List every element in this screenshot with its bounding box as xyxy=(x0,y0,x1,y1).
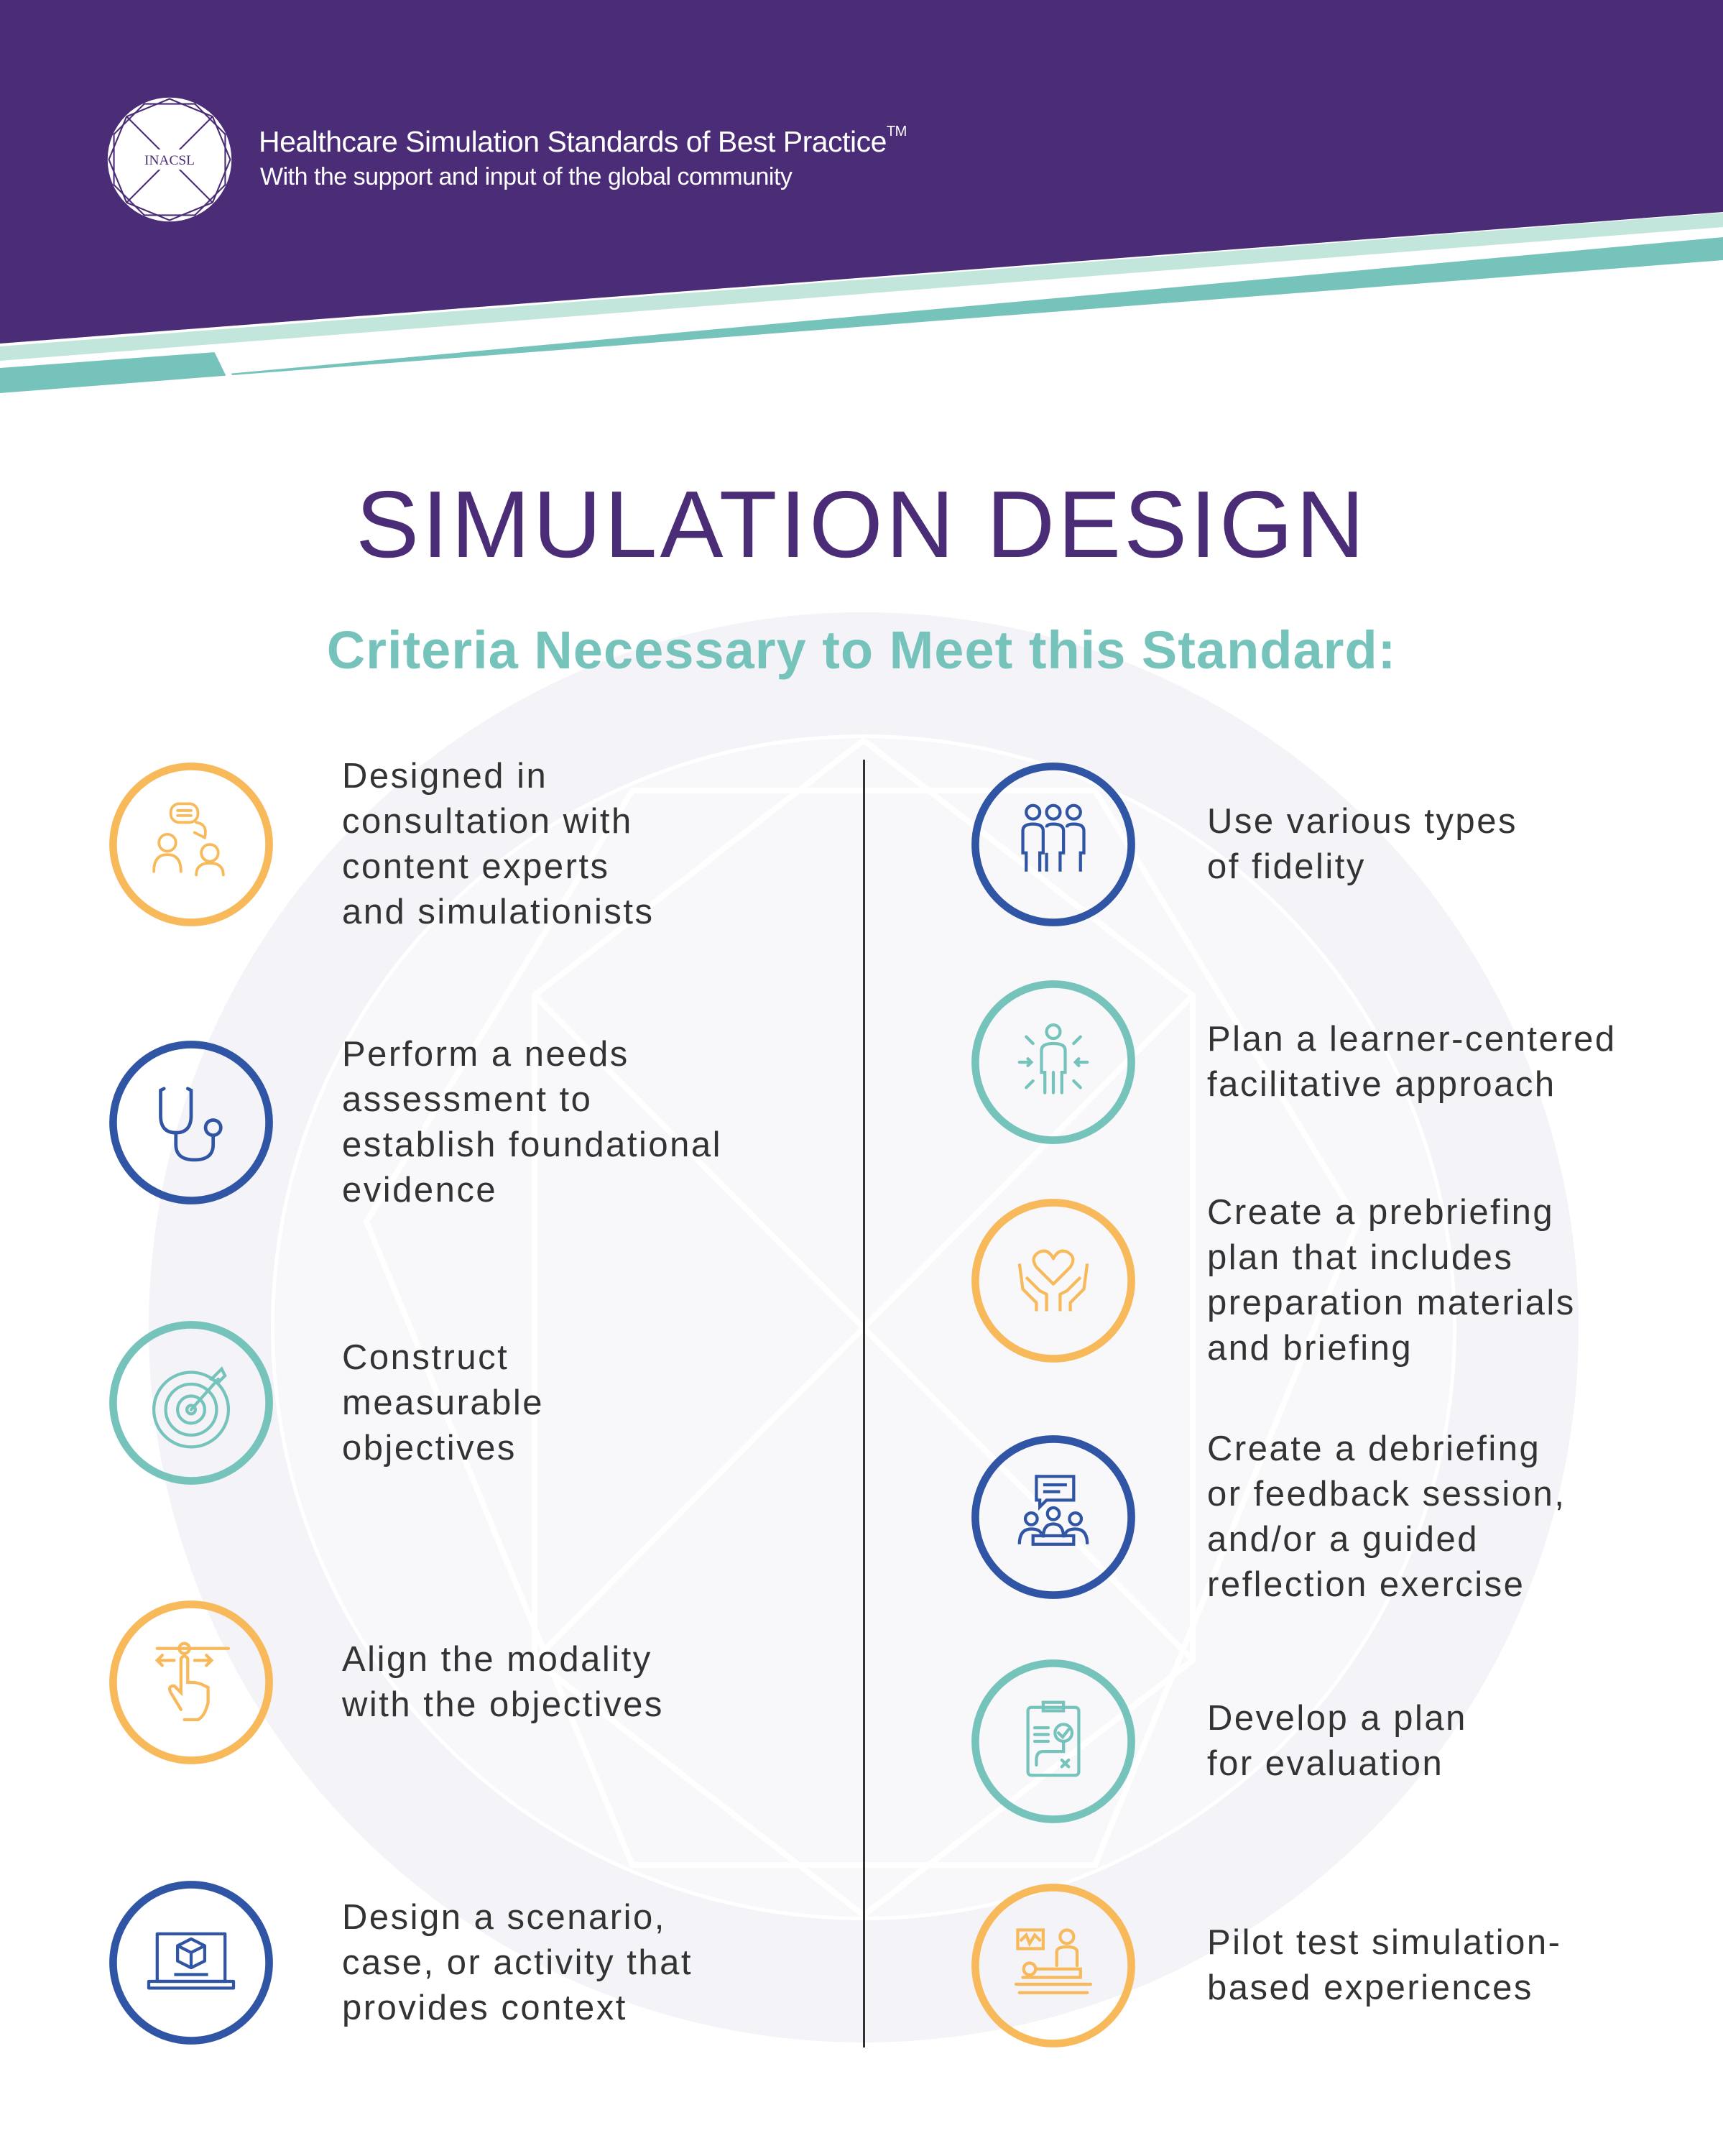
header-stripe-light xyxy=(0,213,1723,361)
criteria-item: Perform a needs assessment to establish … xyxy=(106,1022,722,1223)
section-subtitle: Criteria Necessary to Meet this Standard… xyxy=(326,620,1397,680)
logo-text: INACSL xyxy=(144,153,195,168)
criteria-text: Perform a needs assessment to establish … xyxy=(342,1035,723,1210)
people-group-icon xyxy=(971,763,1135,926)
criteria-text: Pilot test simulation- based experiences xyxy=(1207,1923,1562,2007)
criteria-text: Construct measurable objectives xyxy=(342,1337,545,1468)
inacsl-logo: INACSL xyxy=(107,97,232,222)
criteria-item: Design a scenario, case, or activity tha… xyxy=(106,1862,693,2063)
header-title: Healthcare Simulation Standards of Best … xyxy=(259,124,907,158)
criteria-item: Designed in consultation with content ex… xyxy=(106,744,654,945)
criteria-text: Develop a plan for evaluation xyxy=(1207,1699,1467,1783)
clipboard-evaluation-icon xyxy=(971,1659,1135,1823)
hands-heart-icon xyxy=(971,1199,1135,1363)
laptop-cube-icon xyxy=(109,1881,273,2045)
header-subtitle: With the support and input of the global… xyxy=(260,163,793,190)
criteria-item: Construct measurable objectives xyxy=(106,1302,544,1503)
criteria-item: Create a debriefing or feedback session,… xyxy=(969,1416,1566,1618)
consultation-icon xyxy=(109,763,273,926)
criteria-text: Use various types of fidelity xyxy=(1207,802,1518,886)
criteria-item: Align the modality with the objectives xyxy=(106,1582,664,1783)
header-stripe-teal xyxy=(0,237,1723,393)
learner-centered-icon xyxy=(971,980,1135,1144)
target-icon xyxy=(109,1321,273,1485)
criteria-text: Design a scenario, case, or activity tha… xyxy=(342,1897,693,2027)
touch-gesture-icon xyxy=(109,1600,273,1764)
criteria-item: Plan a learner-centered facilitative app… xyxy=(969,962,1617,1163)
page-title: SIMULATION DESIGN xyxy=(356,471,1367,577)
column-divider xyxy=(863,760,865,2047)
criteria-text: Create a prebriefing plan that includes … xyxy=(1207,1193,1576,1368)
criteria-text: Plan a learner-centered facilitative app… xyxy=(1207,1020,1617,1104)
criteria-text: Align the modality with the objectives xyxy=(342,1640,664,1724)
criteria-item: Develop a plan for evaluation xyxy=(969,1641,1467,1842)
criteria-item: Pilot test simulation- based experiences xyxy=(969,1865,1561,2066)
header-band xyxy=(0,0,1723,344)
patient-simulation-icon xyxy=(971,1884,1135,2047)
criteria-item: Create a prebriefing plan that includes … xyxy=(969,1180,1576,1381)
criteria-text: Designed in consultation with content ex… xyxy=(342,757,655,931)
stethoscope-icon xyxy=(109,1041,273,1204)
debriefing-icon xyxy=(971,1435,1135,1599)
criteria-item: Use various types of fidelity xyxy=(969,744,1518,945)
criteria-text: Create a debriefing or feedback session,… xyxy=(1207,1429,1566,1604)
